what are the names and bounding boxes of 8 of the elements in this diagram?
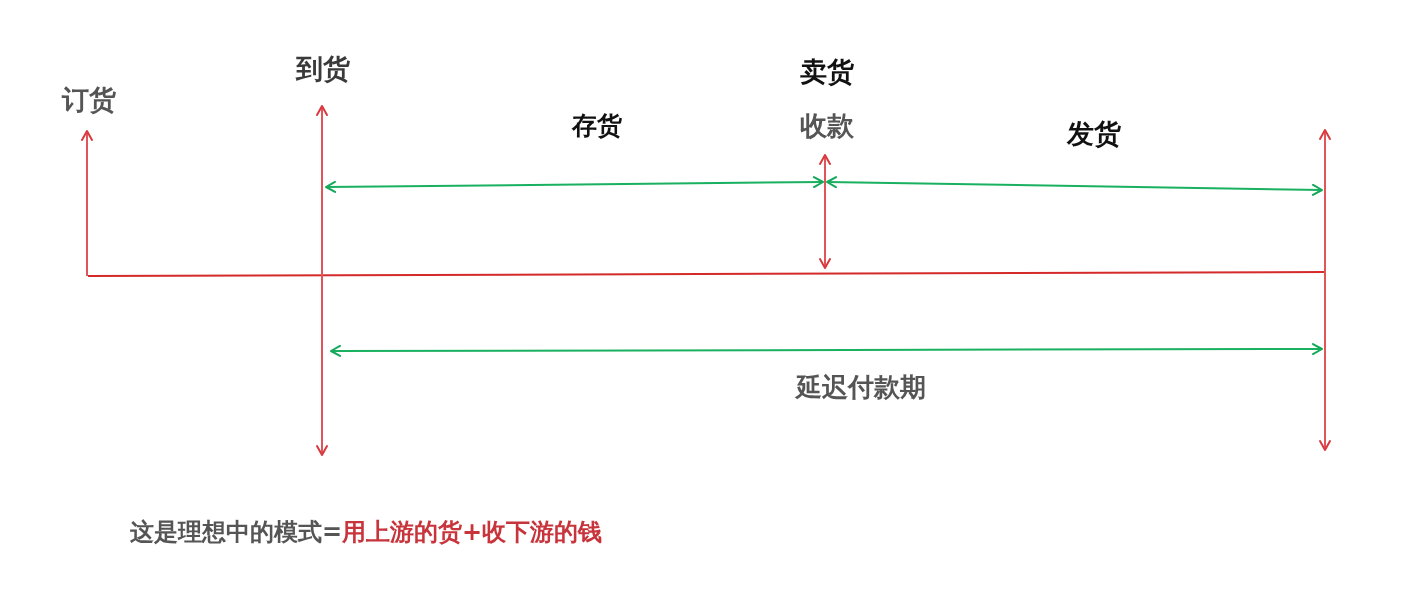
period-label: 发货 [1067, 120, 1121, 147]
event-label: 收款 [800, 112, 854, 139]
period-label: 存货 [572, 113, 622, 138]
period-label: 延迟付款期 [796, 374, 926, 400]
event-label: 订货 [62, 86, 116, 113]
event-label: 卖货 [800, 58, 854, 85]
event-label: 到货 [296, 55, 350, 82]
summary-note: 这是理想中的模式=用上游的货+收下游的钱 [130, 520, 603, 544]
